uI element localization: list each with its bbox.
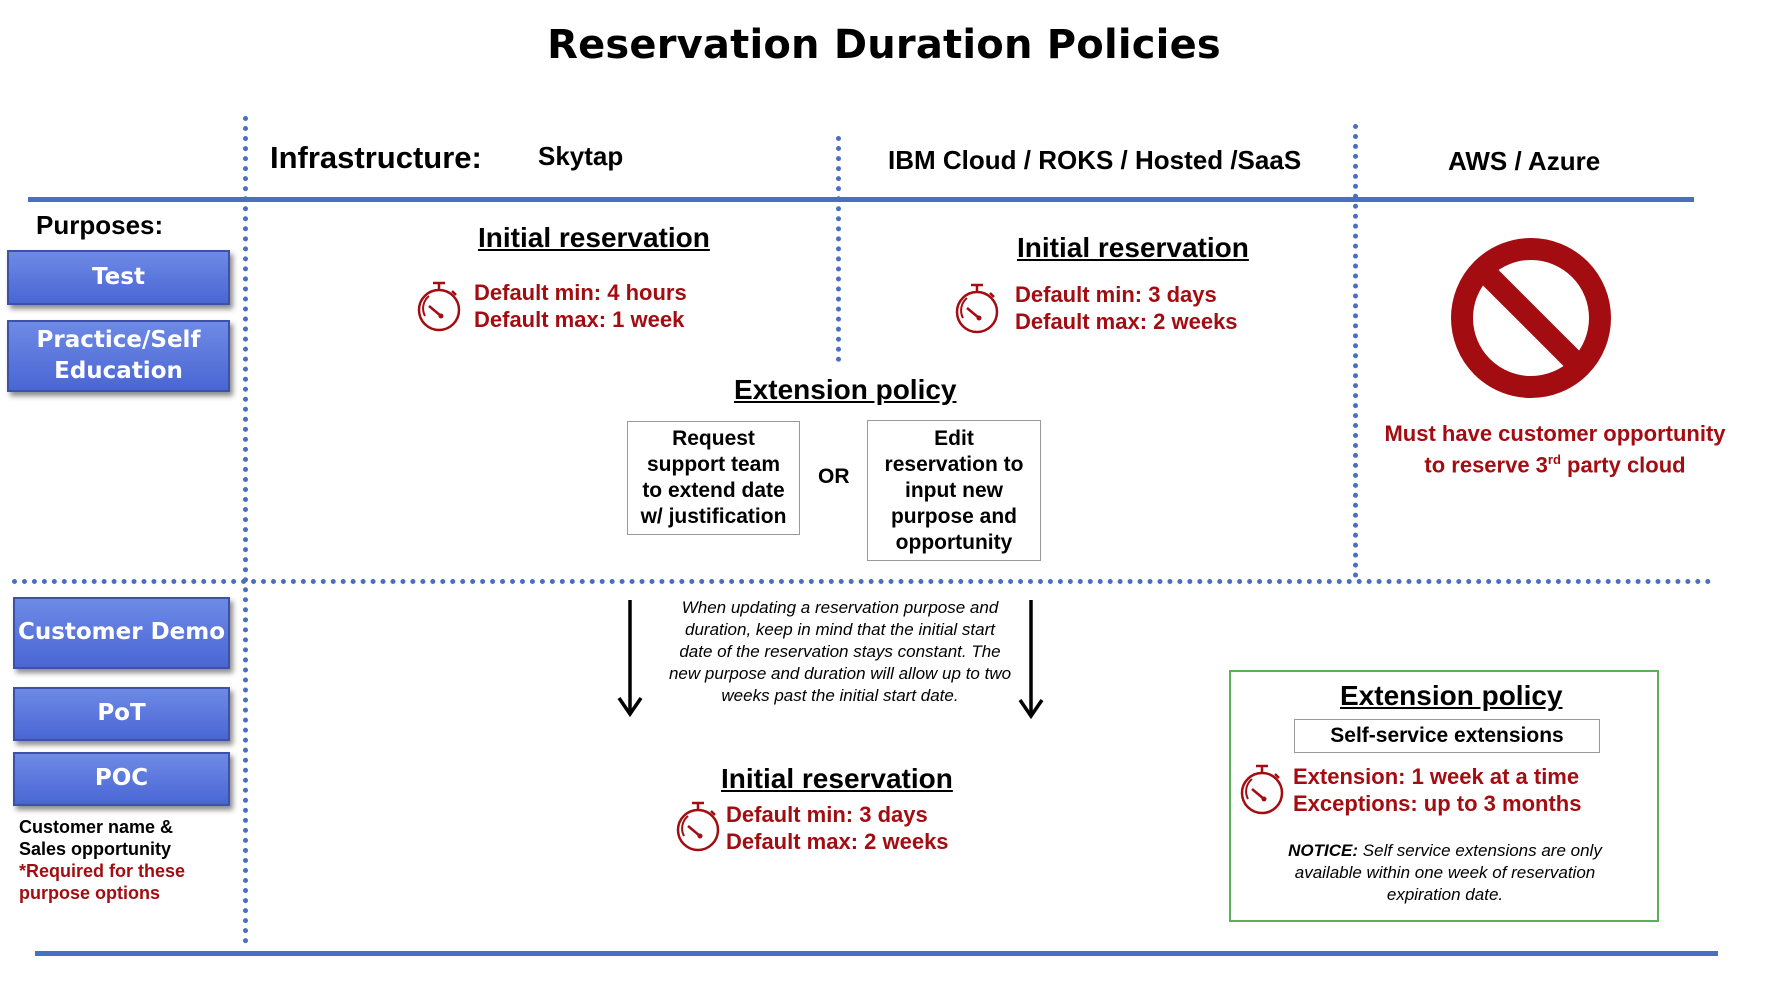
required-note-red: *Required for these purpose options (19, 861, 186, 903)
stopwatch-icon (415, 280, 463, 337)
purpose-practice-self-education: Practice/Self Education (7, 320, 230, 392)
purpose-test: Test (7, 250, 230, 305)
prohibited-icon (1450, 237, 1612, 404)
purpose-pot: PoT (13, 687, 230, 741)
down-arrow-icon (616, 600, 644, 725)
purpose-column-divider (243, 116, 248, 944)
bottom-initial-heading: Initial reservation (721, 763, 953, 794)
skytap-initial-heading: Initial reservation (478, 222, 710, 253)
down-arrow-icon (1017, 600, 1045, 727)
stopwatch-icon (674, 800, 722, 857)
purpose-customer-demo: Customer Demo (13, 597, 230, 669)
self-service-extension-heading: Extension policy (1340, 680, 1563, 711)
header-divider (28, 197, 1694, 202)
bottom-default-min: Default min: 3 days (726, 802, 928, 827)
or-label: OR (818, 465, 850, 488)
page-title: Reservation Duration Policies (547, 22, 1221, 68)
ibm-initial-heading: Initial reservation (1017, 232, 1249, 263)
update-purpose-note: When updating a reservation purpose and … (668, 598, 1012, 705)
extension-duration: Extension: 1 week at a time (1293, 764, 1580, 789)
skytap-default-min: Default min: 4 hours (474, 280, 687, 305)
aws-restriction-line2: to reserve 3rd party cloud (1424, 452, 1686, 478)
self-service-notice: NOTICE: Self service extensions are only… (1288, 841, 1602, 904)
purpose-poc: POC (13, 752, 230, 806)
column-header-ibm: IBM Cloud / ROKS / Hosted /SaaS (888, 145, 1302, 175)
stopwatch-icon (953, 282, 1001, 339)
infrastructure-label: Infrastructure: (270, 140, 482, 175)
ibm-aws-divider (1353, 124, 1358, 578)
ibm-default-max: Default max: 2 weeks (1015, 309, 1238, 334)
column-header-aws: AWS / Azure (1448, 146, 1601, 176)
extension-policy-heading: Extension policy (734, 374, 957, 405)
footer-divider (35, 951, 1718, 956)
self-service-extension-subtitle: Self-service extensions (1294, 719, 1600, 753)
skytap-default-max: Default max: 1 week (474, 307, 685, 332)
stopwatch-icon (1238, 763, 1286, 820)
required-note: Customer name & Sales opportunity (19, 817, 174, 859)
purpose-group-divider (12, 579, 1712, 584)
self-service-extension-panel (1229, 670, 1659, 922)
extension-option-edit-reservation: Edit reservation to input new purpose an… (867, 420, 1041, 561)
aws-restriction-line1: Must have customer opportunity (1384, 421, 1726, 446)
purposes-label: Purposes: (36, 210, 164, 240)
extension-option-request-support: Request support team to extend date w/ j… (627, 421, 800, 535)
extension-exceptions: Exceptions: up to 3 months (1293, 791, 1582, 816)
skytap-ibm-divider (836, 136, 841, 362)
bottom-default-max: Default max: 2 weeks (726, 829, 949, 854)
ibm-default-min: Default min: 3 days (1015, 282, 1217, 307)
column-header-skytap: Skytap (538, 141, 624, 171)
